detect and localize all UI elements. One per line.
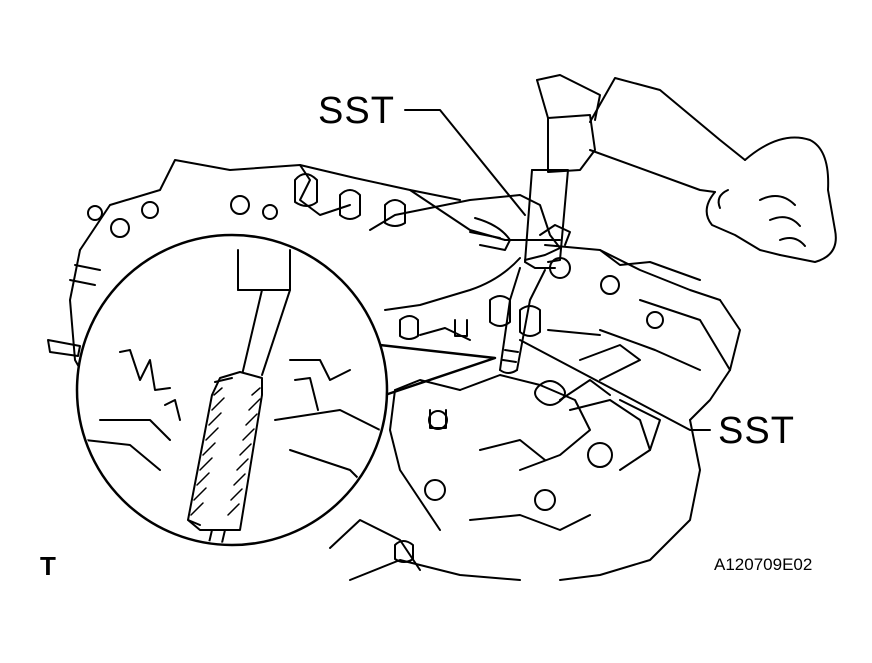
corner-tag-label: T (40, 551, 56, 581)
sst-top-leader-line (404, 109, 526, 216)
sst-top-label: SST (318, 90, 395, 132)
detail-magnifier-circle (75, 233, 497, 547)
magnified-detail (84, 249, 381, 543)
sst-driver-tool (499, 169, 569, 374)
hammer (536, 74, 746, 193)
figure-id-label: A120709E02 (714, 555, 813, 574)
sst-right-leader-line (519, 339, 711, 431)
left-hand (369, 194, 571, 311)
sst-right-label: SST (718, 410, 795, 452)
right-hand (705, 136, 837, 263)
